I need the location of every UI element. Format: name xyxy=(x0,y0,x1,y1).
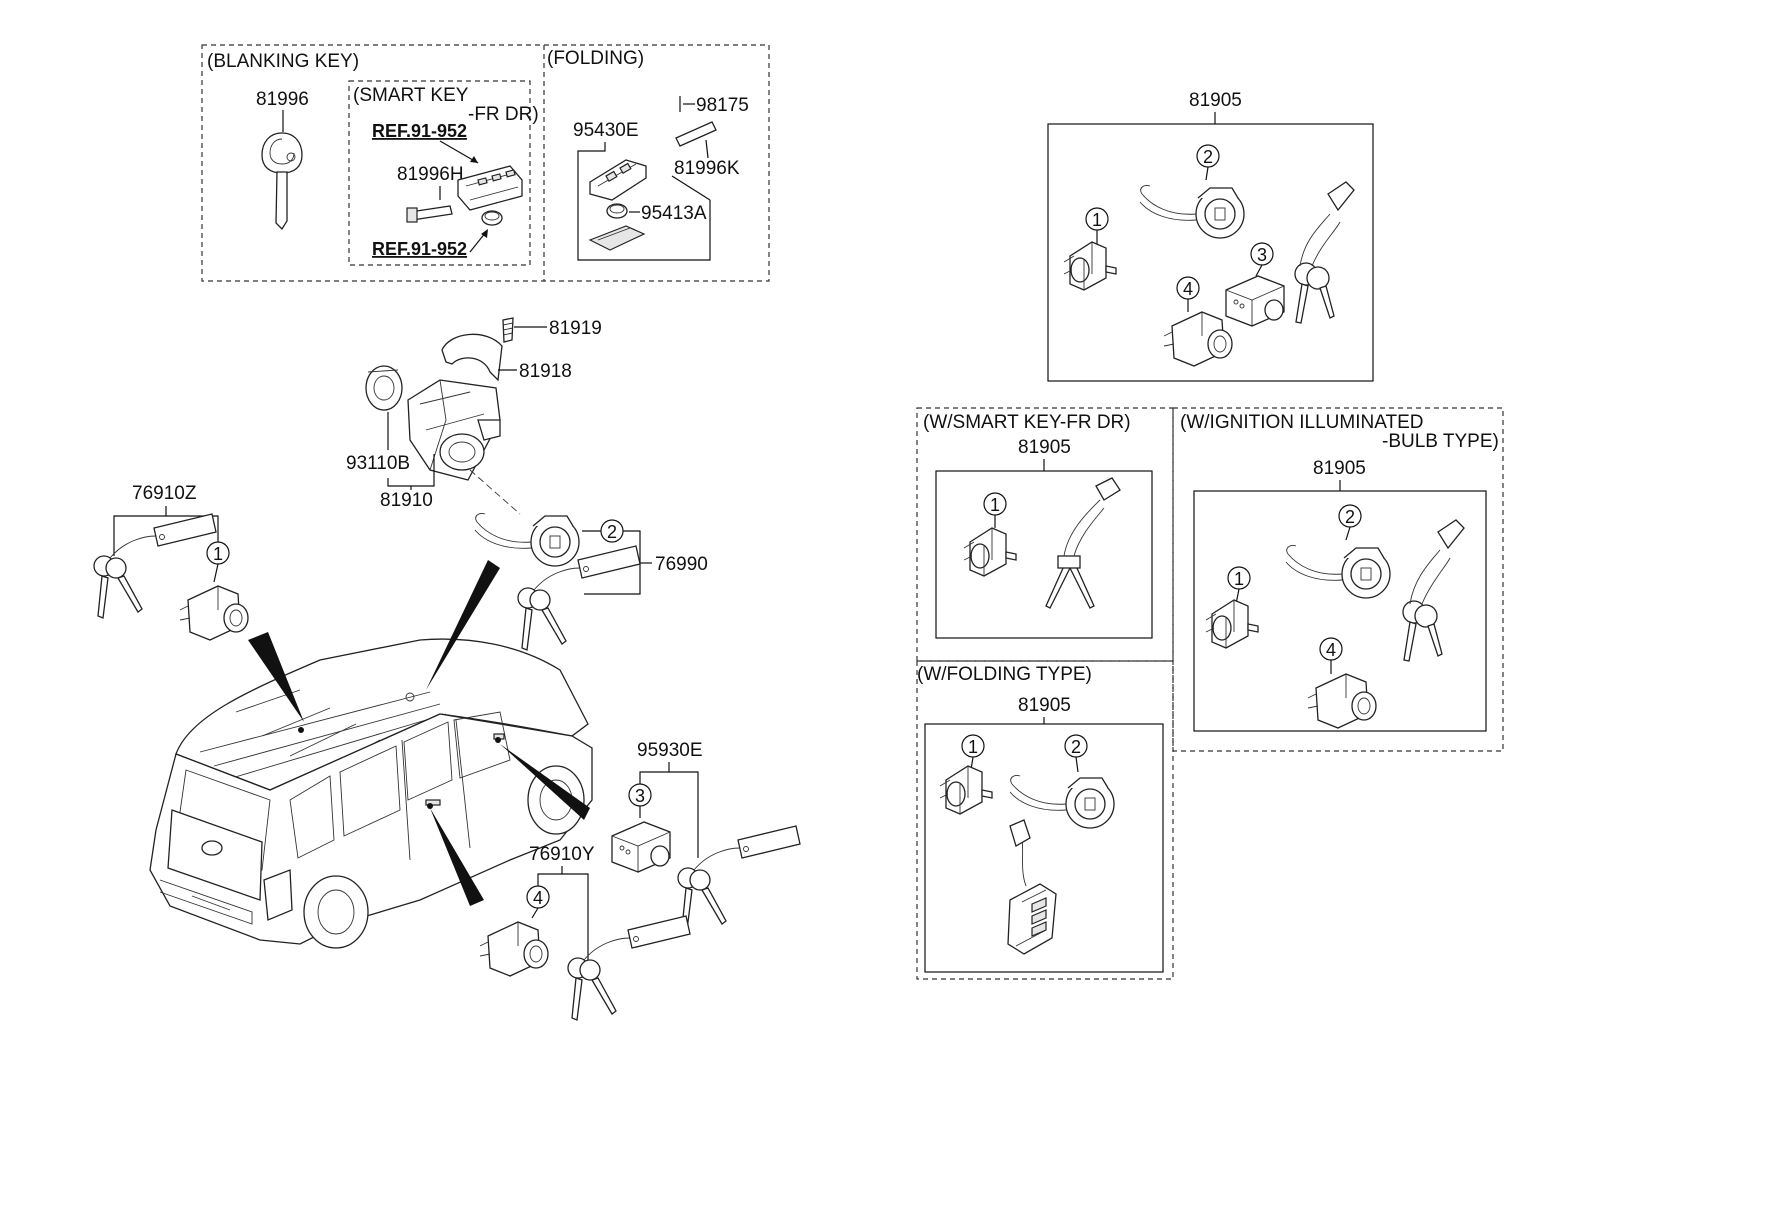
section-bulb-type: -BULB TYPE) xyxy=(1382,431,1499,452)
callout-2-illum-label: 2 xyxy=(1345,507,1355,527)
callout-1-illum-label: 1 xyxy=(1234,569,1244,589)
section-folding: (FOLDING) xyxy=(547,48,644,69)
part-label-81905-illuminated: 81905 xyxy=(1313,458,1366,479)
callout-2-steering-label: 2 xyxy=(607,522,617,542)
part-label-95430E: 95430E xyxy=(573,120,639,141)
kit-illum-keyset-icon xyxy=(1402,519,1465,662)
callout-3-main-label: 3 xyxy=(1257,245,1267,265)
kit-main-cylinder-1-icon xyxy=(1063,241,1117,291)
section-smart-key: (SMART KEY xyxy=(353,85,469,106)
part-label-76910Y: 76910Y xyxy=(529,844,595,865)
section-blanking-key: (BLANKING KEY) xyxy=(207,51,359,72)
section-w-ignition-illuminated: (W/IGNITION ILLUMINATED xyxy=(1180,412,1423,433)
part-label-81996: 81996 xyxy=(256,89,309,110)
kit-smart-keyset-icon xyxy=(1045,477,1121,609)
callout-4-main-label: 4 xyxy=(1183,279,1193,299)
bolt-81919-icon xyxy=(502,317,514,343)
kit-smart-cylinder-icon xyxy=(963,527,1017,577)
part-label-81996K: 81996K xyxy=(674,158,740,179)
callout-2-main-label: 2 xyxy=(1203,147,1213,167)
part-label-81905-folding: 81905 xyxy=(1018,695,1071,716)
callout-3-trunk-label: 3 xyxy=(635,786,645,806)
kit-81905-main-box xyxy=(1047,123,1374,382)
part-label-93110B: 93110B xyxy=(346,453,410,474)
kit-81905-folding-box xyxy=(924,723,1164,973)
battery-95413A-icon xyxy=(606,203,628,219)
folding-key-fob-icon xyxy=(589,159,647,201)
switch-93110B-icon xyxy=(365,365,403,411)
ref-link-battery[interactable]: REF.91-952 xyxy=(372,239,467,259)
ignition-cylinder-icon xyxy=(474,512,580,567)
vehicle-illustration xyxy=(149,638,593,949)
kit-folding-cylinder-icon xyxy=(939,765,993,815)
part-label-81910: 81910 xyxy=(380,490,433,511)
part-label-81996H: 81996H xyxy=(397,164,464,185)
kit-main-keyset-icon xyxy=(1294,181,1355,324)
bracket-81918-icon xyxy=(441,333,503,382)
key-blade-icon xyxy=(675,121,717,147)
kit-folding-key-fob-icon xyxy=(1007,819,1057,955)
callout-1-folding-label: 1 xyxy=(968,737,978,757)
w-folding-type-box xyxy=(916,660,1174,980)
door-lock-cylinder-4-icon xyxy=(479,921,549,977)
callout-2-folding-label: 2 xyxy=(1071,737,1081,757)
door-lock-cylinder-1-icon xyxy=(179,585,249,641)
callout-4-illum-label: 4 xyxy=(1326,640,1336,660)
callout-1-smart-label: 1 xyxy=(990,495,1000,515)
part-label-81918: 81918 xyxy=(519,361,572,382)
part-label-81905-main: 81905 xyxy=(1189,90,1242,111)
kit-81905-smart-box xyxy=(935,470,1153,639)
kit-folding-ignition-icon xyxy=(1009,774,1115,829)
kit-main-ignition-icon xyxy=(1139,184,1245,239)
emergency-key-icon xyxy=(406,205,453,223)
kit-main-trunk-block-icon xyxy=(1225,275,1285,327)
callout-1-main-label: 1 xyxy=(1092,210,1102,230)
battery-coin-icon xyxy=(481,210,503,226)
fob-case-icon xyxy=(588,225,646,251)
part-label-81905-smart: 81905 xyxy=(1018,437,1071,458)
w-ignition-illuminated-box xyxy=(1172,407,1504,752)
pointer-door-lock xyxy=(248,632,304,722)
callout-4-door-label: 4 xyxy=(533,888,543,908)
kit-illum-ignition-icon xyxy=(1285,544,1391,599)
part-label-95413A: 95413A xyxy=(641,203,707,224)
keyset-76990-icon xyxy=(517,545,641,651)
section-smart-key-fr-dr: -FR DR) xyxy=(468,104,539,125)
key-options-box xyxy=(201,44,770,282)
kit-illum-door-cylinder-icon xyxy=(1307,673,1377,729)
keyset-95930E-icon xyxy=(677,825,801,931)
trunk-lock-block-icon xyxy=(611,821,671,873)
keyset-76910Y-icon xyxy=(567,915,691,1021)
ref-link-smart-key[interactable]: REF.91-952 xyxy=(372,121,467,141)
part-label-76990: 76990 xyxy=(655,554,708,575)
kit-main-door-cylinder-icon xyxy=(1163,311,1233,367)
steering-lock-body-icon xyxy=(407,379,501,481)
smart-key-subbox xyxy=(348,80,531,266)
pointer-door-handle xyxy=(430,808,484,906)
pointer-ignition xyxy=(426,560,500,690)
callout-1-door-label: 1 xyxy=(213,544,223,564)
smart-key-fob-icon xyxy=(457,165,523,211)
part-label-98175: 98175 xyxy=(696,95,749,116)
kit-illum-cylinder-icon xyxy=(1205,599,1259,649)
pointer-trunk xyxy=(500,744,590,820)
kit-81905-illuminated-box xyxy=(1193,490,1487,732)
part-label-76910Z: 76910Z xyxy=(132,483,197,504)
part-label-81919: 81919 xyxy=(549,318,602,339)
section-w-folding-type: (W/FOLDING TYPE) xyxy=(917,664,1092,685)
blanking-key-icon xyxy=(261,132,303,231)
section-w-smart-key: (W/SMART KEY-FR DR) xyxy=(923,412,1131,433)
part-label-95930E: 95930E xyxy=(637,740,703,761)
